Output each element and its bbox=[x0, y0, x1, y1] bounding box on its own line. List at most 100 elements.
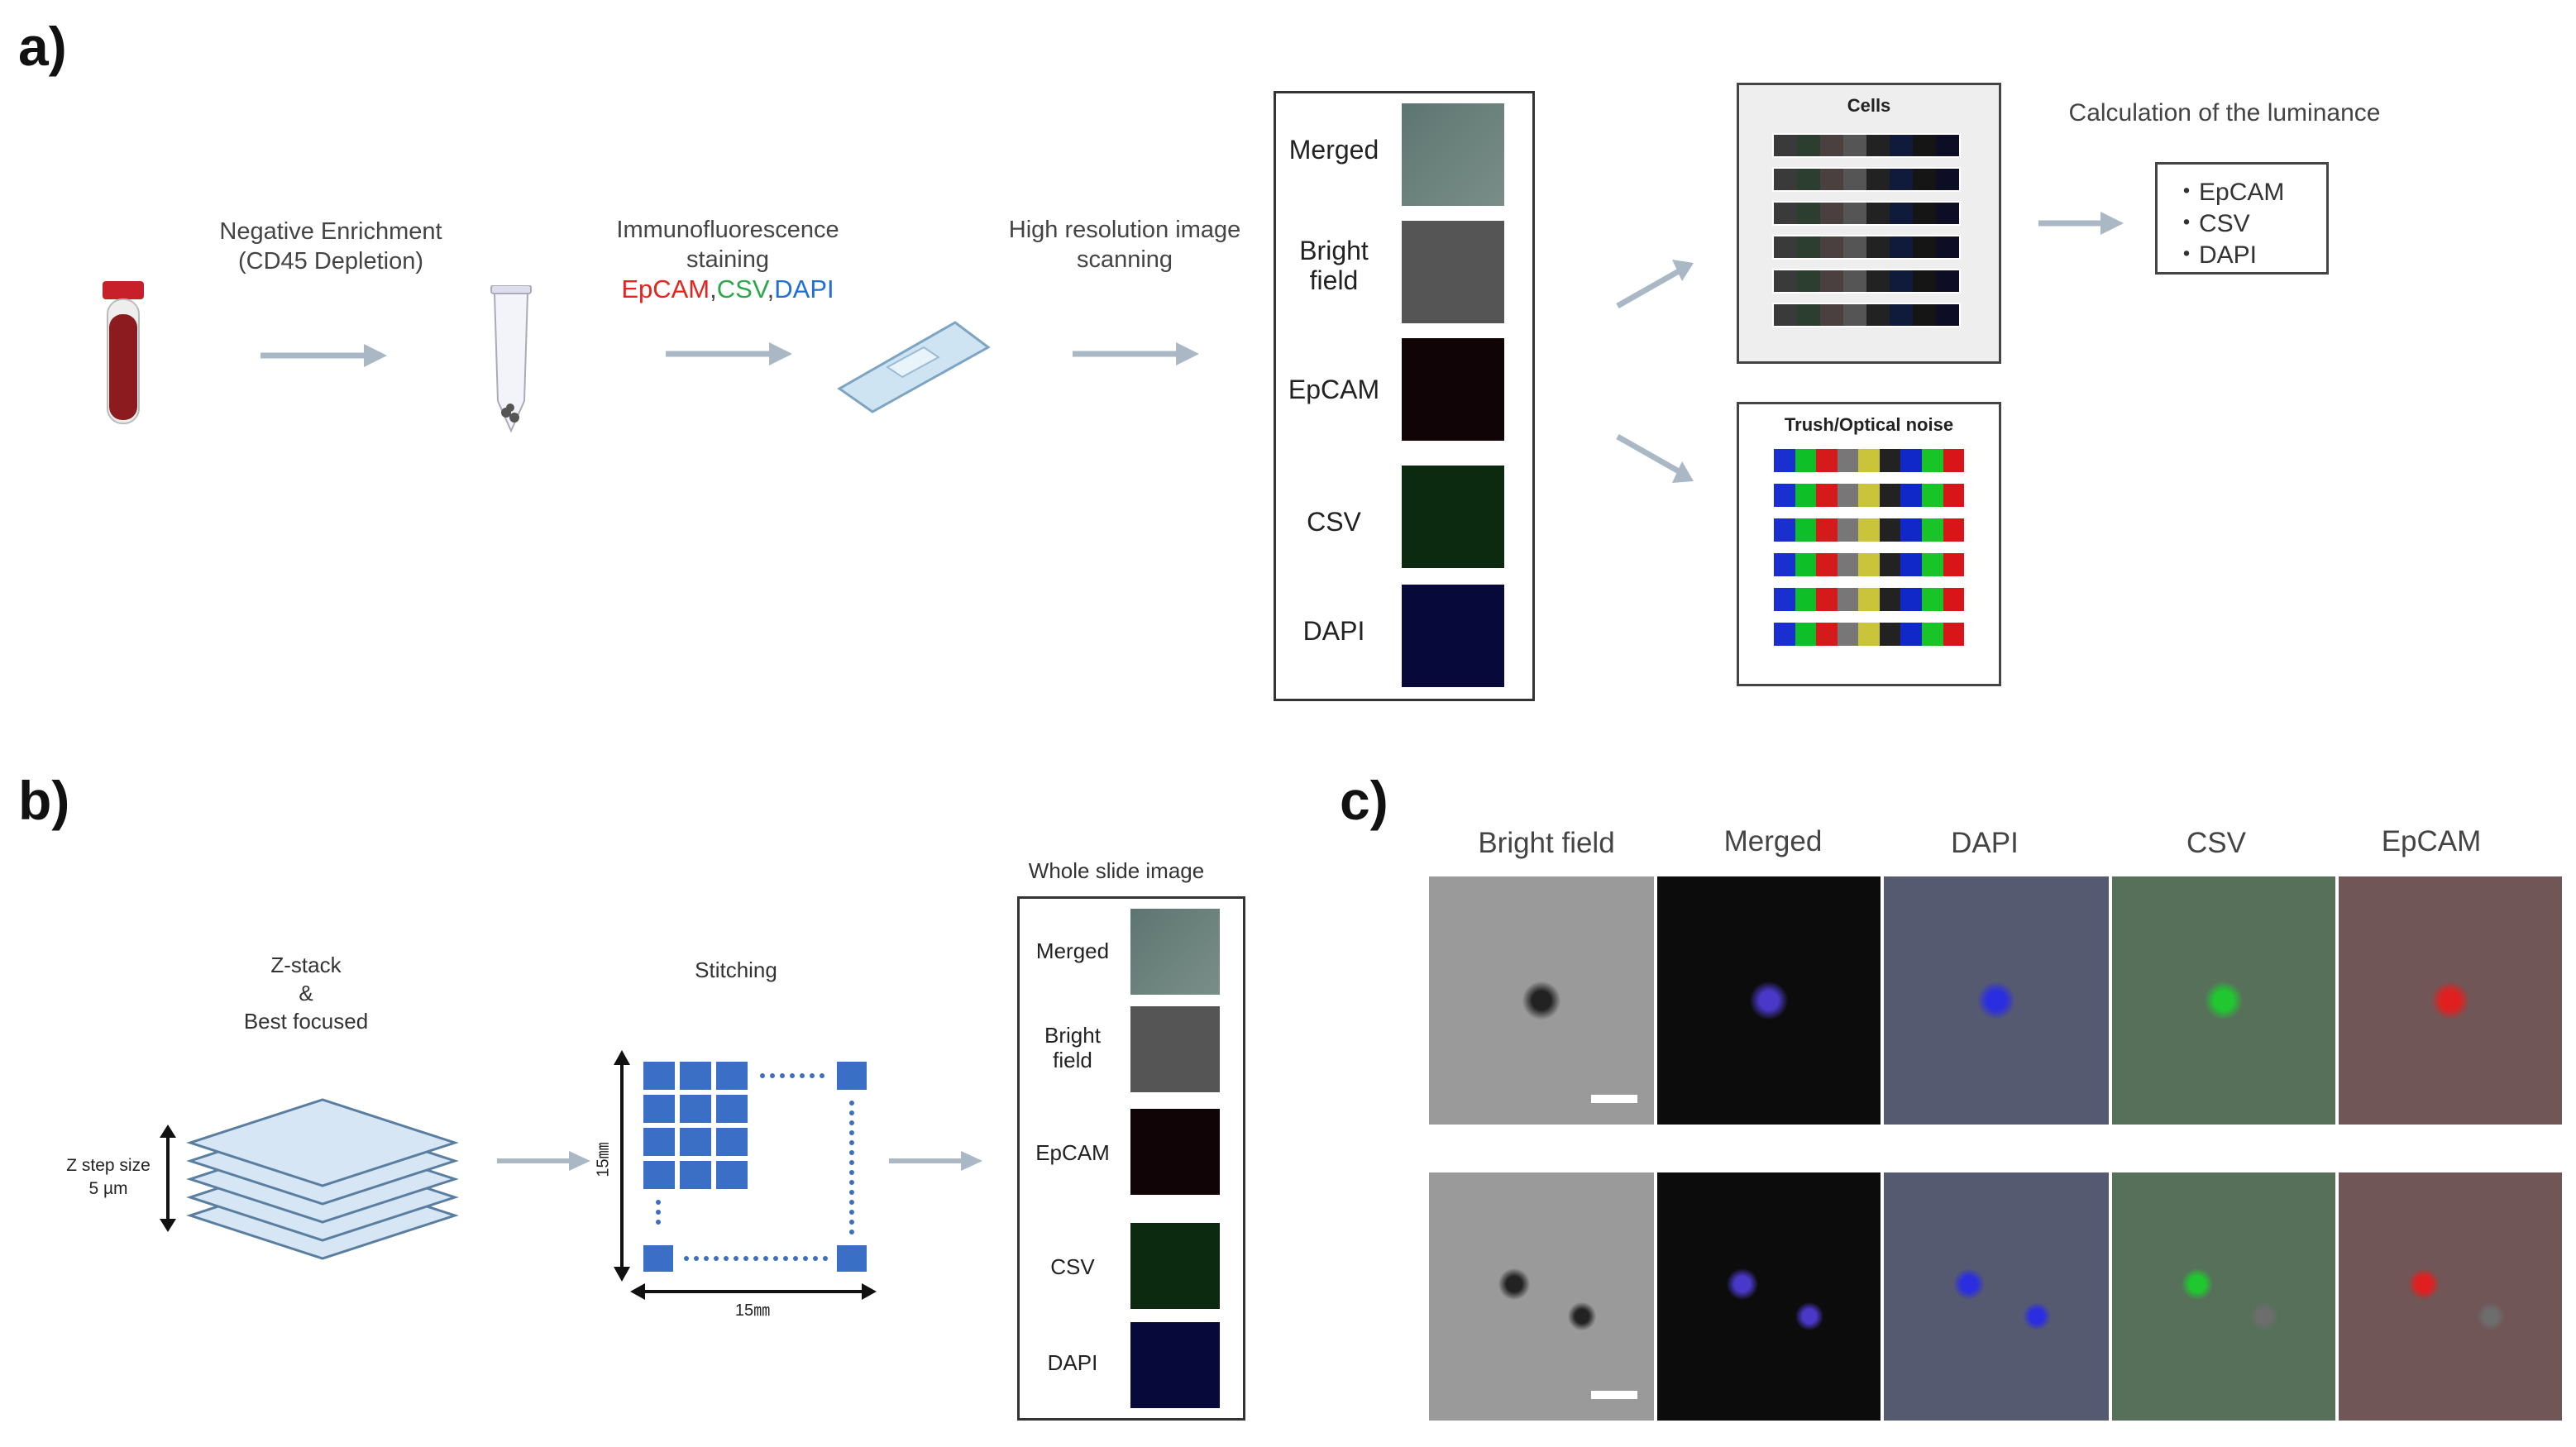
noise-strip-segment bbox=[1921, 449, 1943, 472]
cell-strip-segment bbox=[1774, 270, 1797, 292]
wsi-csv-thumbnail bbox=[1130, 1223, 1220, 1309]
noise-box: Trush/Optical noise bbox=[1737, 402, 2001, 686]
panel-label-c: c) bbox=[1340, 770, 1388, 831]
micrograph-tile bbox=[1429, 1172, 1654, 1421]
cell-strip-segment bbox=[1843, 270, 1866, 292]
wsi-title: Whole slide image bbox=[1028, 858, 1205, 883]
noise-strip-segment bbox=[1943, 553, 1965, 576]
channel-label-bright-field: Bright field bbox=[1299, 236, 1369, 295]
channel-image-box: Merged Bright field EpCAM CSV DAPI bbox=[1274, 91, 1535, 701]
zstack-layers-icon bbox=[186, 1098, 459, 1260]
noise-strip-segment bbox=[1816, 518, 1838, 542]
noise-strip-segment bbox=[1858, 623, 1880, 646]
micrograph-tile bbox=[1884, 876, 2109, 1125]
micrograph-tile bbox=[1657, 876, 1881, 1125]
cell-strip-segment bbox=[1866, 203, 1890, 224]
merged-thumbnail bbox=[1402, 103, 1504, 206]
dimension-horizontal-label: 15㎜ bbox=[734, 1301, 771, 1320]
luminance-title: Calculation of the luminance bbox=[2068, 99, 2381, 127]
cell-spot bbox=[1750, 981, 1788, 1020]
cell-strip-segment bbox=[1797, 135, 1820, 156]
channel-label-csv: CSV bbox=[1307, 507, 1361, 537]
noise-strip-segment bbox=[1879, 553, 1901, 576]
cell-strip-segment bbox=[1843, 203, 1866, 224]
noise-strip-segment bbox=[1879, 449, 1901, 472]
noise-strip-segment bbox=[1900, 553, 1922, 576]
micrograph-tile bbox=[1884, 1172, 2109, 1421]
column-header-epcam: EpCAM bbox=[2381, 825, 2482, 857]
arrow-icon bbox=[1616, 260, 1694, 309]
micrograph-tile bbox=[2339, 876, 2562, 1125]
cell-strip-segment bbox=[1797, 203, 1820, 224]
noise-strip-segment bbox=[1921, 484, 1943, 507]
noise-strip-segment bbox=[1921, 518, 1943, 542]
step-scanning-label: High resolution image scanning bbox=[1008, 217, 1241, 273]
dimension-vertical-label: 15㎜ bbox=[594, 1142, 613, 1177]
noise-strip-segment bbox=[1837, 518, 1859, 542]
scale-bar bbox=[1591, 1391, 1637, 1399]
noise-strip-segment bbox=[1921, 623, 1943, 646]
zstack-label: Z-stack & Best focused bbox=[243, 953, 369, 1034]
cell-strip-segment bbox=[1866, 236, 1890, 258]
wsi-bright-field-thumbnail bbox=[1130, 1006, 1220, 1092]
cell-strip-segment bbox=[1936, 135, 1959, 156]
noise-strip bbox=[1772, 517, 1966, 543]
wsi-label-merged: Merged bbox=[1035, 938, 1110, 963]
cell-spot bbox=[2476, 1302, 2505, 1330]
step-negative-enrichment-label: Negative Enrichment (CD45 Depletion) bbox=[219, 218, 442, 275]
noise-strip-segment bbox=[1943, 449, 1965, 472]
cell-spot bbox=[2431, 981, 2469, 1020]
noise-strip-segment bbox=[1795, 449, 1817, 472]
cell-spot bbox=[2249, 1302, 2278, 1330]
wsi-label-dapi: DAPI bbox=[1047, 1350, 1098, 1375]
arrow-icon bbox=[2038, 212, 2124, 235]
noise-strip-segment bbox=[1816, 588, 1838, 611]
cell-spot bbox=[1977, 981, 2015, 1020]
cell-strip-segment bbox=[1936, 270, 1959, 292]
cells-title: Cells bbox=[1847, 95, 1891, 116]
cell-strip bbox=[1772, 235, 1961, 260]
cell-strip-segment bbox=[1913, 236, 1936, 258]
cell-strip-segment bbox=[1843, 169, 1866, 190]
cell-spot bbox=[1498, 1268, 1531, 1300]
noise-strip-segment bbox=[1921, 588, 1943, 611]
noise-strip-segment bbox=[1774, 623, 1795, 646]
channel-label-merged: Merged bbox=[1288, 135, 1379, 165]
arrow-icon bbox=[889, 1151, 982, 1171]
micrograph-tile bbox=[2112, 1172, 2335, 1421]
noise-strip bbox=[1772, 586, 1966, 613]
noise-strip bbox=[1772, 447, 1966, 474]
cell-strip bbox=[1772, 133, 1961, 158]
stitching-label: Stitching bbox=[695, 958, 777, 982]
cell-spot bbox=[1567, 1302, 1596, 1330]
cell-strip-segment bbox=[1936, 203, 1959, 224]
cell-strip-segment bbox=[1913, 135, 1936, 156]
cell-strip-segment bbox=[1774, 169, 1797, 190]
noise-strip-segment bbox=[1816, 449, 1838, 472]
cell-strip bbox=[1772, 201, 1961, 226]
noise-strip-segment bbox=[1879, 588, 1901, 611]
cell-strip-segment bbox=[1913, 270, 1936, 292]
cell-strip-segment bbox=[1913, 304, 1936, 326]
arrow-icon bbox=[497, 1151, 590, 1171]
cell-spot bbox=[1795, 1302, 1823, 1330]
arrow-icon bbox=[666, 342, 792, 365]
luminance-list-box: ・EpCAM ・CSV ・DAPI bbox=[2155, 162, 2329, 275]
noise-strip-segment bbox=[1943, 588, 1965, 611]
channel-label-dapi: DAPI bbox=[1302, 616, 1365, 646]
noise-strip-segment bbox=[1900, 588, 1922, 611]
arrow-icon bbox=[1616, 433, 1694, 483]
cell-strip-segment bbox=[1843, 135, 1866, 156]
stain-csv-label: CSV bbox=[716, 275, 767, 303]
cell-strip-list bbox=[1772, 133, 1961, 337]
column-header-merged: Merged bbox=[1723, 825, 1823, 857]
noise-strip-segment bbox=[1837, 484, 1859, 507]
stain-separator: , bbox=[767, 275, 775, 303]
panel-label-b: b) bbox=[18, 770, 70, 831]
cell-spot bbox=[2022, 1302, 2051, 1330]
noise-strip-segment bbox=[1879, 623, 1901, 646]
step-immunofluorescence-label: Immunofluorescence staining bbox=[616, 217, 839, 273]
luminance-item-csv: ・CSV bbox=[2174, 210, 2250, 237]
column-header-csv: CSV bbox=[2186, 827, 2246, 859]
csv-thumbnail bbox=[1402, 466, 1504, 568]
